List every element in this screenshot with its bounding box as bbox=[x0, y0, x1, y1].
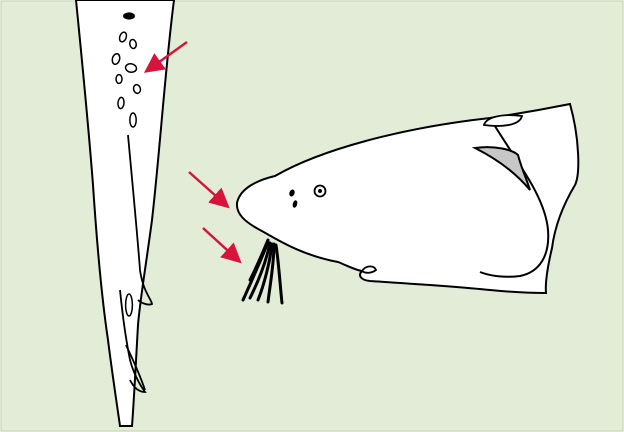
vent-dot bbox=[123, 12, 135, 19]
pupil bbox=[318, 189, 322, 193]
pore bbox=[130, 113, 136, 127]
pore bbox=[126, 294, 133, 316]
pore bbox=[118, 97, 125, 109]
pore bbox=[116, 75, 122, 84]
